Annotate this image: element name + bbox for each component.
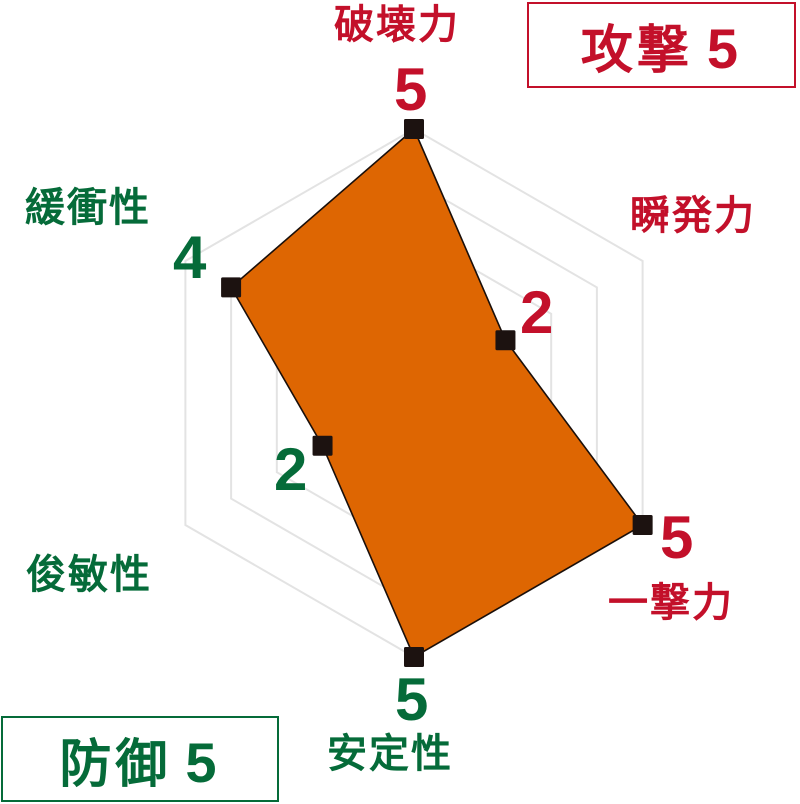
attack-summary-value: 5 <box>706 16 743 80</box>
data-point-marker <box>632 515 653 535</box>
defense-summary-label: 防御 <box>59 734 172 795</box>
axis-value-cushioning: 4 <box>173 224 207 291</box>
radar-markers <box>221 119 653 667</box>
axis-value-agility: 2 <box>274 436 308 503</box>
axis-value-destructive: 5 <box>394 56 428 123</box>
data-point-marker <box>221 277 242 298</box>
axis-value-explosive: 2 <box>520 279 554 346</box>
radar-data-area <box>230 127 644 659</box>
axis-label-one-hit: 一撃力 <box>608 580 734 626</box>
data-point-marker <box>495 330 516 351</box>
axis-label-explosive: 瞬発力 <box>630 193 756 239</box>
axis-label-cushioning: 緩衝性 <box>25 185 151 231</box>
data-point-marker <box>404 119 424 139</box>
axis-label-stability: 安定性 <box>327 731 453 777</box>
axis-label-agility: 俊敏性 <box>26 552 152 598</box>
axis-label-destructive: 破壊力 <box>334 2 460 48</box>
axis-value-one-hit: 5 <box>660 504 694 571</box>
axis-value-stability: 5 <box>395 666 429 733</box>
data-point-marker <box>404 647 424 667</box>
defense-summary-value: 5 <box>185 730 221 794</box>
data-point-marker <box>312 435 333 456</box>
attack-summary-label: 攻撃 <box>580 20 693 81</box>
